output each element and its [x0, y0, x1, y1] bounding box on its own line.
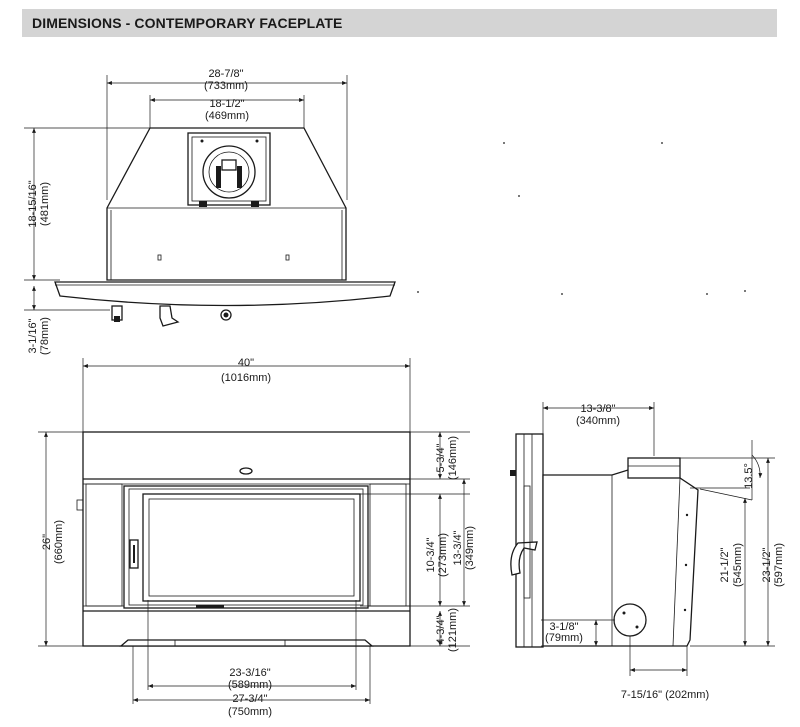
bottom-panel-metric: (121mm)	[447, 608, 459, 652]
glass-height-metric: (273mm)	[437, 533, 449, 577]
vent-offset-label: 7-15/16" (202mm)	[621, 689, 709, 701]
faceplate-height-metric: (660mm)	[53, 520, 65, 564]
body-depth-metric: (340mm)	[576, 415, 620, 427]
side-body	[542, 469, 699, 647]
glass-width-imperial: 23-3/16"	[229, 667, 270, 679]
overall-width-metric: (733mm)	[204, 80, 248, 92]
side-faceplate	[515, 433, 544, 648]
side-view	[510, 402, 775, 676]
front-view	[38, 358, 470, 704]
faceplate-height-imperial: 26"	[41, 534, 53, 550]
body-depth-imperial: 13-3/8"	[580, 403, 615, 415]
firebox-width-imperial: 27-3/4"	[232, 693, 267, 705]
ash-lip	[119, 639, 374, 647]
door-height-metric: (349mm)	[464, 526, 476, 570]
angle-line	[699, 488, 753, 501]
door-frame	[123, 485, 369, 609]
side-flue	[627, 457, 681, 479]
door-glass	[142, 493, 361, 602]
faceplate-width-metric: (1016mm)	[221, 372, 271, 384]
top-panel-metric: (146mm)	[447, 436, 459, 480]
vent-height-metric: (79mm)	[545, 632, 583, 644]
rear-height-metric: (545mm)	[732, 543, 744, 587]
collar-width-imperial: 18-1/2"	[209, 98, 244, 110]
top-panel-imperial: 5-3/4"	[435, 443, 447, 472]
glass-height-imperial: 10-3/4"	[425, 537, 437, 572]
faceplate-depth-metric: (78mm)	[39, 317, 51, 355]
glass-width-metric: (589mm)	[228, 679, 272, 691]
angle-label: 13.5°	[743, 463, 755, 489]
faceplate-curve	[54, 281, 396, 307]
depth-imperial: 18-15/16"	[27, 180, 39, 227]
page-title: DIMENSIONS - CONTEMPORARY FACEPLATE	[32, 15, 343, 31]
overall-width-imperial: 28-7/8"	[208, 68, 243, 80]
depth-metric: (481mm)	[39, 182, 51, 226]
door-height-imperial: 13-3/4"	[452, 530, 464, 565]
collar-width-metric: (469mm)	[205, 110, 249, 122]
faceplate-width-imperial: 40"	[238, 357, 254, 369]
bottom-panel-imperial: 4-3/4"	[435, 615, 447, 644]
top-view	[24, 75, 746, 327]
vent-height-imperial: 3-1/8"	[550, 621, 579, 633]
header-bar: DIMENSIONS - CONTEMPORARY FACEPLATE	[22, 9, 777, 37]
rear-height-imperial: 21-1/2"	[719, 547, 731, 582]
overall-height-metric: (597mm)	[773, 543, 785, 587]
side-vent	[613, 603, 647, 637]
overall-height-imperial: 23-1/2"	[761, 547, 773, 582]
faceplate-depth-imperial: 3-1/16"	[27, 318, 39, 353]
firebox-width-metric: (750mm)	[228, 706, 272, 718]
